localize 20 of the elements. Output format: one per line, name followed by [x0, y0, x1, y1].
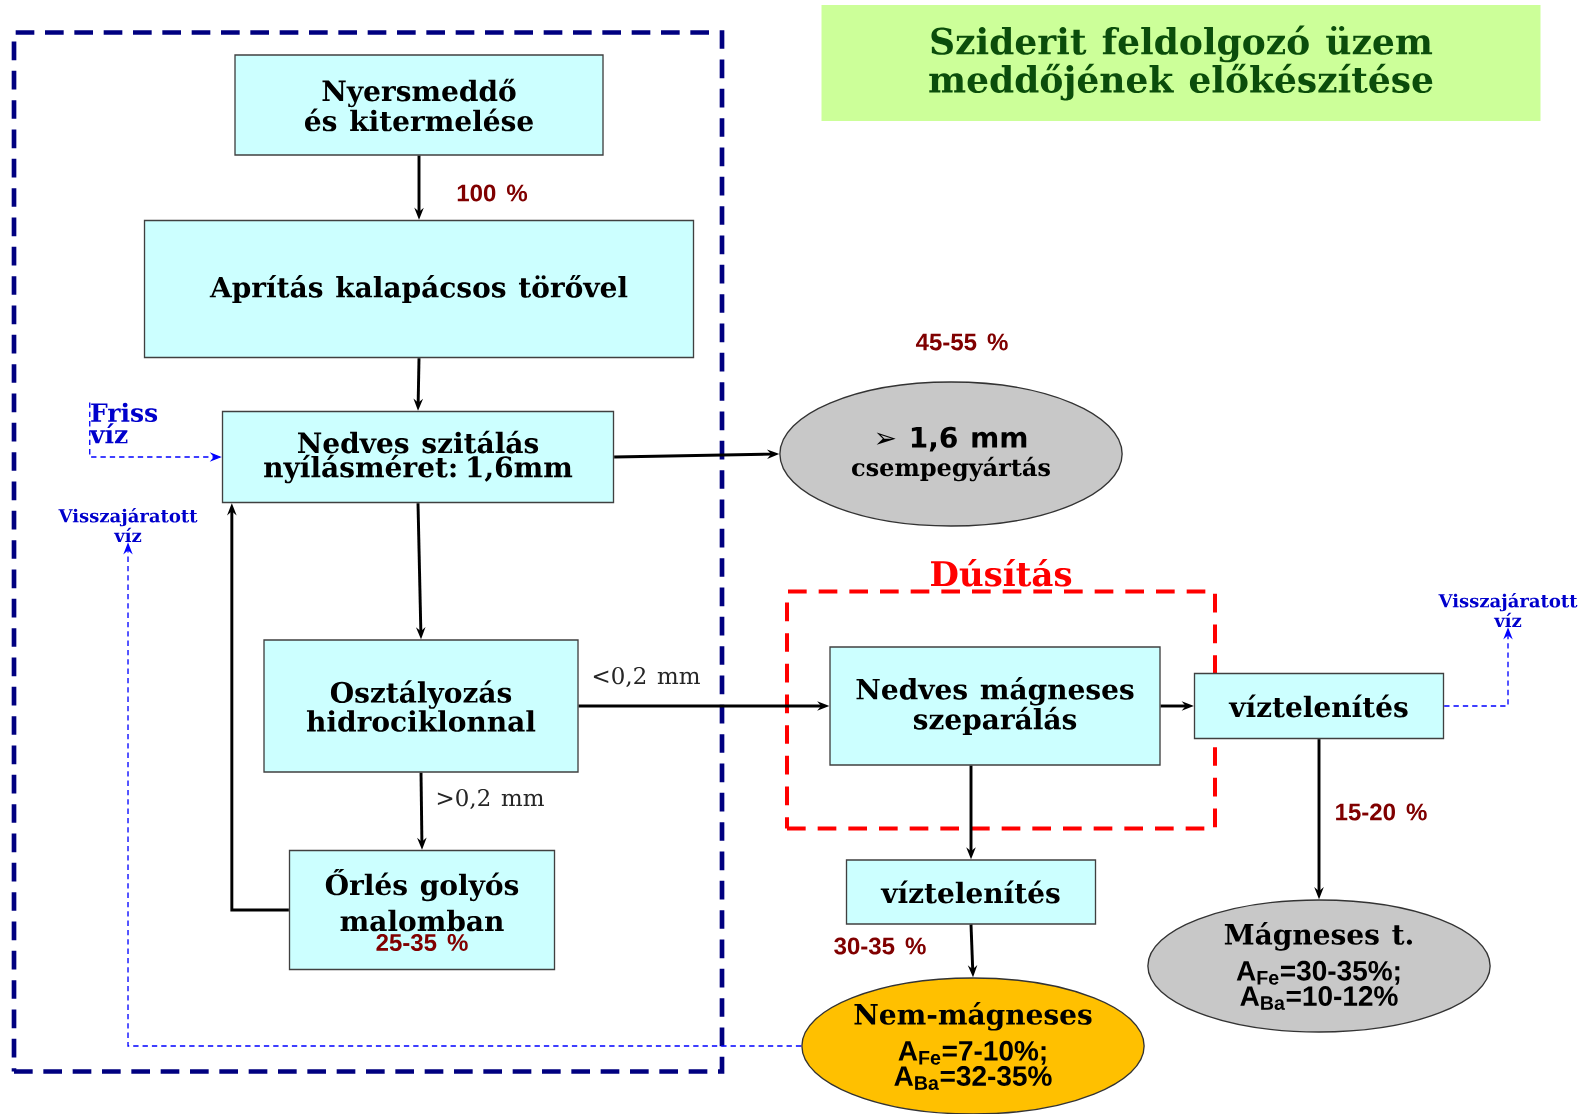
process-box: víztelenítés	[1193, 672, 1445, 740]
process-box: Nyersmeddő és kitermelése	[234, 54, 604, 156]
flow-text: Visszajáratott víz	[1438, 592, 1578, 628]
edge-label: >0,2 mm	[434, 787, 546, 811]
edge-label: 100 %	[454, 183, 530, 203]
percent-label: 45-55 %	[915, 333, 1008, 351]
process-box: Osztályozás hidrociklonnal	[263, 639, 579, 773]
process-box: Nedves szitálás nyílásméret: 1,6mm	[221, 410, 615, 504]
process-box: Aprítás kalapácsos törővel	[143, 219, 695, 359]
dashed-region	[11, 30, 725, 1074]
flow-text: Friss víz	[89, 402, 158, 444]
title-box: Sziderit feldolgozó üzem meddőjének előkészítése	[821, 5, 1541, 121]
node-label: Dúsítás	[931, 558, 1072, 587]
process-box: víztelenítés	[845, 859, 1097, 925]
edge-label: 15-20 %	[1333, 802, 1429, 822]
flow-text: Visszajáratott víz	[58, 507, 198, 543]
edge-label: 30-35 %	[832, 936, 928, 956]
process-box: Őrlés golyós malomban 25-35 %	[288, 849, 556, 971]
edge-label: <0,2 mm	[590, 665, 702, 689]
process-box: Nedves mágneses szeparálás	[829, 646, 1161, 766]
